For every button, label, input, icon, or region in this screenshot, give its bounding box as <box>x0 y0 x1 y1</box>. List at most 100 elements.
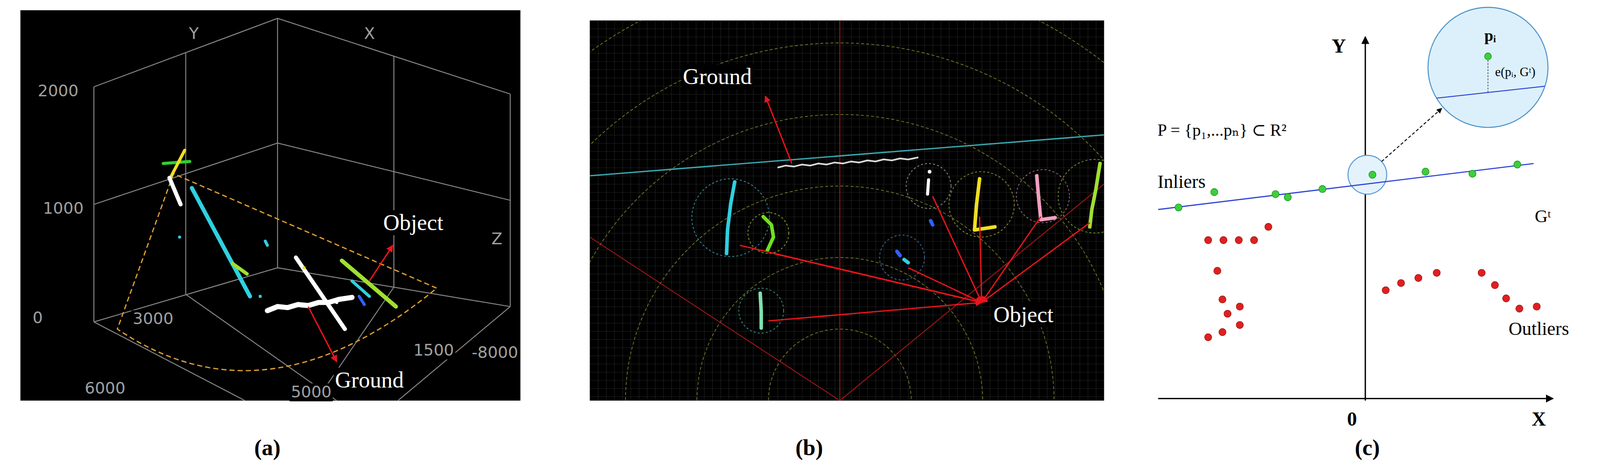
inlier-point <box>1469 169 1477 177</box>
leader-arrow <box>932 196 982 303</box>
outlier-point <box>1382 286 1390 294</box>
outlier-point <box>1213 267 1221 275</box>
object-circle <box>1058 159 1105 233</box>
wireframe-edge <box>93 143 511 205</box>
outlier-point <box>1264 223 1272 231</box>
outlier-point <box>1218 328 1226 336</box>
point-cluster <box>192 187 251 297</box>
inlier-point <box>1271 190 1279 198</box>
point-cluster <box>295 257 345 329</box>
leader-arrow <box>981 216 1041 303</box>
outlier-point <box>1219 236 1227 244</box>
distance-line <box>1487 60 1488 93</box>
panel-label: (b) <box>793 434 825 460</box>
line-label: Gᵗ <box>1533 206 1553 227</box>
leader-arrow <box>768 302 982 321</box>
point <box>302 266 306 270</box>
axis-tick-label: 6000 <box>83 379 128 397</box>
object-circle <box>738 287 785 333</box>
object-circle <box>879 234 925 280</box>
leader-arrow <box>739 245 982 303</box>
point-cluster <box>359 296 365 305</box>
x-axis <box>1158 397 1554 400</box>
leader-arrow <box>773 253 982 303</box>
outlier-point <box>1250 236 1258 244</box>
axis-tick-label: 0 <box>31 308 45 327</box>
axis-tick-label: Z <box>490 230 504 248</box>
axis-tick-label: 3000 <box>131 309 176 328</box>
outlier-point <box>1477 269 1485 277</box>
distance-label: e(pᵢ, Gᵗ) <box>1495 65 1536 80</box>
formula: P = {p₁,...pₙ} ⊂ R² <box>1156 121 1289 141</box>
callout-label: Ground <box>333 367 406 393</box>
y-axis <box>1364 36 1367 400</box>
range-ring <box>589 20 1104 401</box>
range-ring <box>589 42 1104 400</box>
outlier-point <box>1223 309 1231 317</box>
ground-line <box>589 134 1104 176</box>
callout-label: Object <box>381 210 445 236</box>
object-points <box>896 251 900 256</box>
range-ring <box>589 114 1104 401</box>
inlier-point <box>1210 188 1218 196</box>
inlier-point <box>1318 185 1326 193</box>
axis-tick-label: 5000 <box>289 383 334 401</box>
axis-label: X <box>1530 407 1547 430</box>
object-circle <box>747 212 789 254</box>
axis-label: Y <box>1330 35 1347 57</box>
callout-label: Object <box>992 302 1055 328</box>
point-cluster <box>352 280 370 297</box>
outlier-point <box>1491 281 1499 289</box>
outlier-point <box>1533 302 1541 310</box>
object-points <box>927 179 929 194</box>
point <box>258 294 262 299</box>
point-cluster <box>265 240 268 246</box>
inlier-point <box>1422 168 1430 176</box>
outlier-point <box>1235 236 1243 244</box>
outlier-point <box>1397 279 1405 287</box>
outlier-point <box>1236 321 1244 329</box>
object-points <box>726 181 735 254</box>
leader-arrow <box>979 216 982 303</box>
point-cluster <box>171 150 185 176</box>
outlier-point <box>1433 269 1441 277</box>
object-circle <box>948 171 1015 237</box>
sensor-field-outline <box>117 173 437 371</box>
zoom-arrow <box>1381 108 1442 162</box>
grid <box>589 20 1104 401</box>
object-points <box>930 220 933 225</box>
object-points <box>763 216 774 251</box>
leader-arrow <box>981 222 1090 303</box>
ground-points <box>777 157 919 168</box>
scan-boundary <box>839 184 1105 401</box>
inlier-point <box>1175 203 1183 211</box>
axis-tick-label: 1000 <box>41 199 85 217</box>
leader-arrow <box>765 95 793 164</box>
scan-boundary <box>589 237 840 401</box>
panel-label: (a) <box>252 434 282 460</box>
wireframe-edge <box>93 18 511 94</box>
point-cluster <box>232 263 247 274</box>
zoom-circle <box>1347 155 1387 195</box>
outlier-point <box>1415 274 1423 282</box>
callout-label: Ground <box>681 64 754 90</box>
axis-label: 0 <box>1345 407 1359 430</box>
inlier-point <box>1513 161 1521 169</box>
object-points <box>927 169 932 174</box>
point-cluster <box>169 177 181 205</box>
outlier-point <box>1515 304 1524 312</box>
object-points <box>904 259 909 263</box>
zoom-circle: pᵢ e(pᵢ, Gᵗ) <box>1426 6 1550 129</box>
axis-tick-label: X <box>362 24 377 43</box>
object-circle <box>906 163 952 209</box>
outlier-point <box>1218 295 1226 303</box>
inlier-point <box>1369 170 1377 178</box>
panel-label: (c) <box>1353 434 1382 460</box>
point-label: pᵢ <box>1484 26 1497 45</box>
object-circle <box>1016 169 1070 223</box>
leader-arrow <box>369 245 393 281</box>
outlier-point <box>1236 302 1244 310</box>
scan-boundary <box>839 20 841 401</box>
